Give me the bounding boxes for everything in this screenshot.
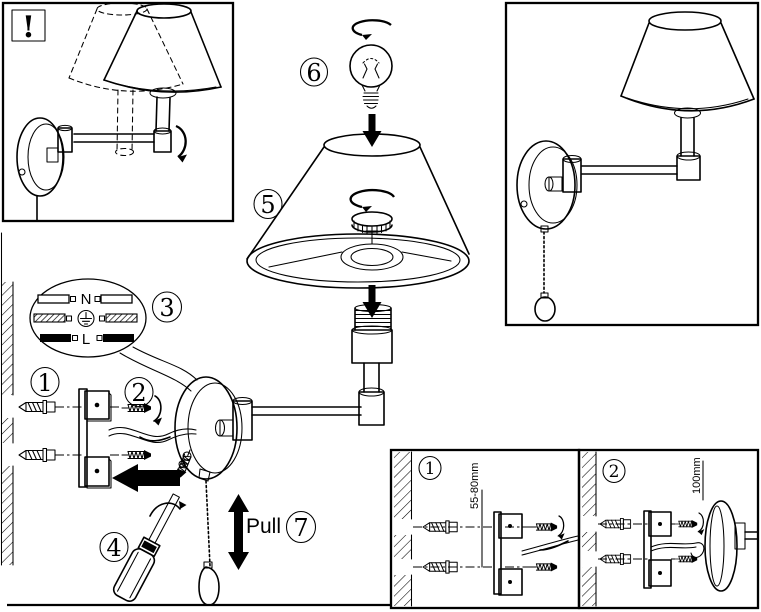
step-7-badge: 7 (285, 510, 317, 544)
step-3-wiring-callout: N L 3 (29, 278, 198, 392)
live-label: L (82, 331, 90, 348)
step-6-number: 6 (306, 59, 321, 87)
rotation-arrow-icon (351, 19, 392, 40)
screw (121, 402, 152, 414)
rotation-arrow-icon (349, 188, 395, 212)
swivel-arm (57, 124, 172, 153)
wall-anchor (18, 399, 56, 415)
step-4-number: 4 (106, 534, 121, 562)
warning-icon: ! (11, 9, 46, 45)
inset-1-number: 1 (425, 459, 436, 479)
screw-rotate-arrow-icon (697, 512, 705, 536)
wall-section (582, 451, 597, 607)
step-6-badge: 6 (299, 57, 329, 87)
step-1-anchors: 1 (18, 366, 122, 463)
inset-box-2: 2 100mm (577, 448, 760, 610)
threaded-socket (351, 303, 393, 393)
insert-arrow-icon (362, 114, 382, 147)
step-5-badge: 5 (253, 188, 283, 220)
neutral-label: N (81, 291, 92, 308)
pull-cord (534, 225, 556, 322)
step-6-bulb: 6 (299, 19, 393, 147)
finished-lamp-drawing (516, 11, 755, 322)
rotate-arrow-icon (175, 124, 187, 163)
screw-rotate-arrow-icon (153, 395, 163, 427)
arm-elbow (358, 391, 385, 426)
push-arrow-icon (112, 464, 180, 492)
pull-arrow-icon (228, 494, 249, 570)
lamp-stem (673, 107, 702, 181)
screw-rotate-arrow-icon (557, 515, 566, 541)
step-5-shade: 5 (246, 133, 470, 393)
screw (530, 522, 558, 532)
warning-symbol: ! (22, 10, 35, 45)
lampshade-bottom-view (246, 133, 470, 289)
dimension-label: 55-80mm (469, 463, 481, 509)
lamp-arm (251, 406, 362, 416)
step-2-screws: 2 (121, 376, 163, 461)
step-2-badge: 2 (124, 376, 154, 408)
pull-cord (198, 480, 220, 606)
dimension-100mm: 100mm (691, 457, 704, 501)
attach-arrow-icon (362, 285, 382, 318)
ring-nut (351, 211, 393, 235)
step-5-number: 5 (260, 191, 275, 219)
warning-panel: ! (1, 1, 235, 223)
mains-wire (650, 542, 705, 558)
inset-1-badge: 1 (418, 455, 442, 481)
lampshade (620, 11, 755, 112)
shade-position-dashed (68, 2, 184, 157)
mains-wire (521, 535, 579, 556)
earth-icon (77, 309, 95, 328)
inset-box-1: 1 55-80mm (389, 448, 581, 610)
pull-label: Pull (246, 515, 281, 538)
swivel-lamp-drawing (16, 2, 222, 222)
inset-2-badge: 2 (602, 458, 626, 484)
mounting-bracket (643, 510, 672, 589)
step-1-number: 1 (37, 369, 52, 397)
screw (673, 519, 698, 529)
final-assembly-panel (504, 1, 760, 327)
wall-canopy (16, 117, 65, 222)
screwdriver-icon (112, 493, 180, 602)
cord-pendant (198, 566, 220, 606)
step-4-badge: 4 (99, 531, 129, 563)
wall-section (394, 451, 413, 607)
canopy-side-view (704, 500, 759, 592)
wire-neutral: N (37, 291, 133, 308)
lamp-canopy (516, 140, 578, 230)
lamp-arm (562, 154, 678, 193)
step-3-badge: 3 (151, 291, 183, 323)
mains-wire (108, 427, 197, 443)
wire-earth (33, 309, 138, 328)
step-4-screwdriver: 4 (99, 447, 196, 602)
step-2-number: 2 (131, 379, 146, 407)
dimension-label: 100mm (691, 457, 703, 494)
mounting-bracket (78, 388, 112, 489)
dimension-55-80mm: 55-80mm (469, 463, 483, 568)
step-3-number: 3 (159, 294, 174, 322)
screw (673, 554, 698, 564)
step-7-number: 7 (293, 514, 308, 542)
mounting-bracket (493, 511, 523, 596)
driver-rotate-arrow-icon (149, 501, 187, 517)
step-1-badge: 1 (30, 366, 60, 398)
shade-position-solid (103, 3, 222, 132)
inset-2-number: 2 (609, 462, 620, 482)
bulb-icon (349, 44, 393, 109)
wire-live: L (40, 331, 134, 348)
screw (121, 449, 152, 461)
wall-section (0, 232, 392, 607)
wall-anchor (18, 447, 56, 463)
lamp-canopy-assembly (174, 376, 385, 482)
screw (530, 562, 558, 572)
step-7-pull: Pull 7 (228, 494, 317, 570)
callout-tail (119, 346, 198, 392)
